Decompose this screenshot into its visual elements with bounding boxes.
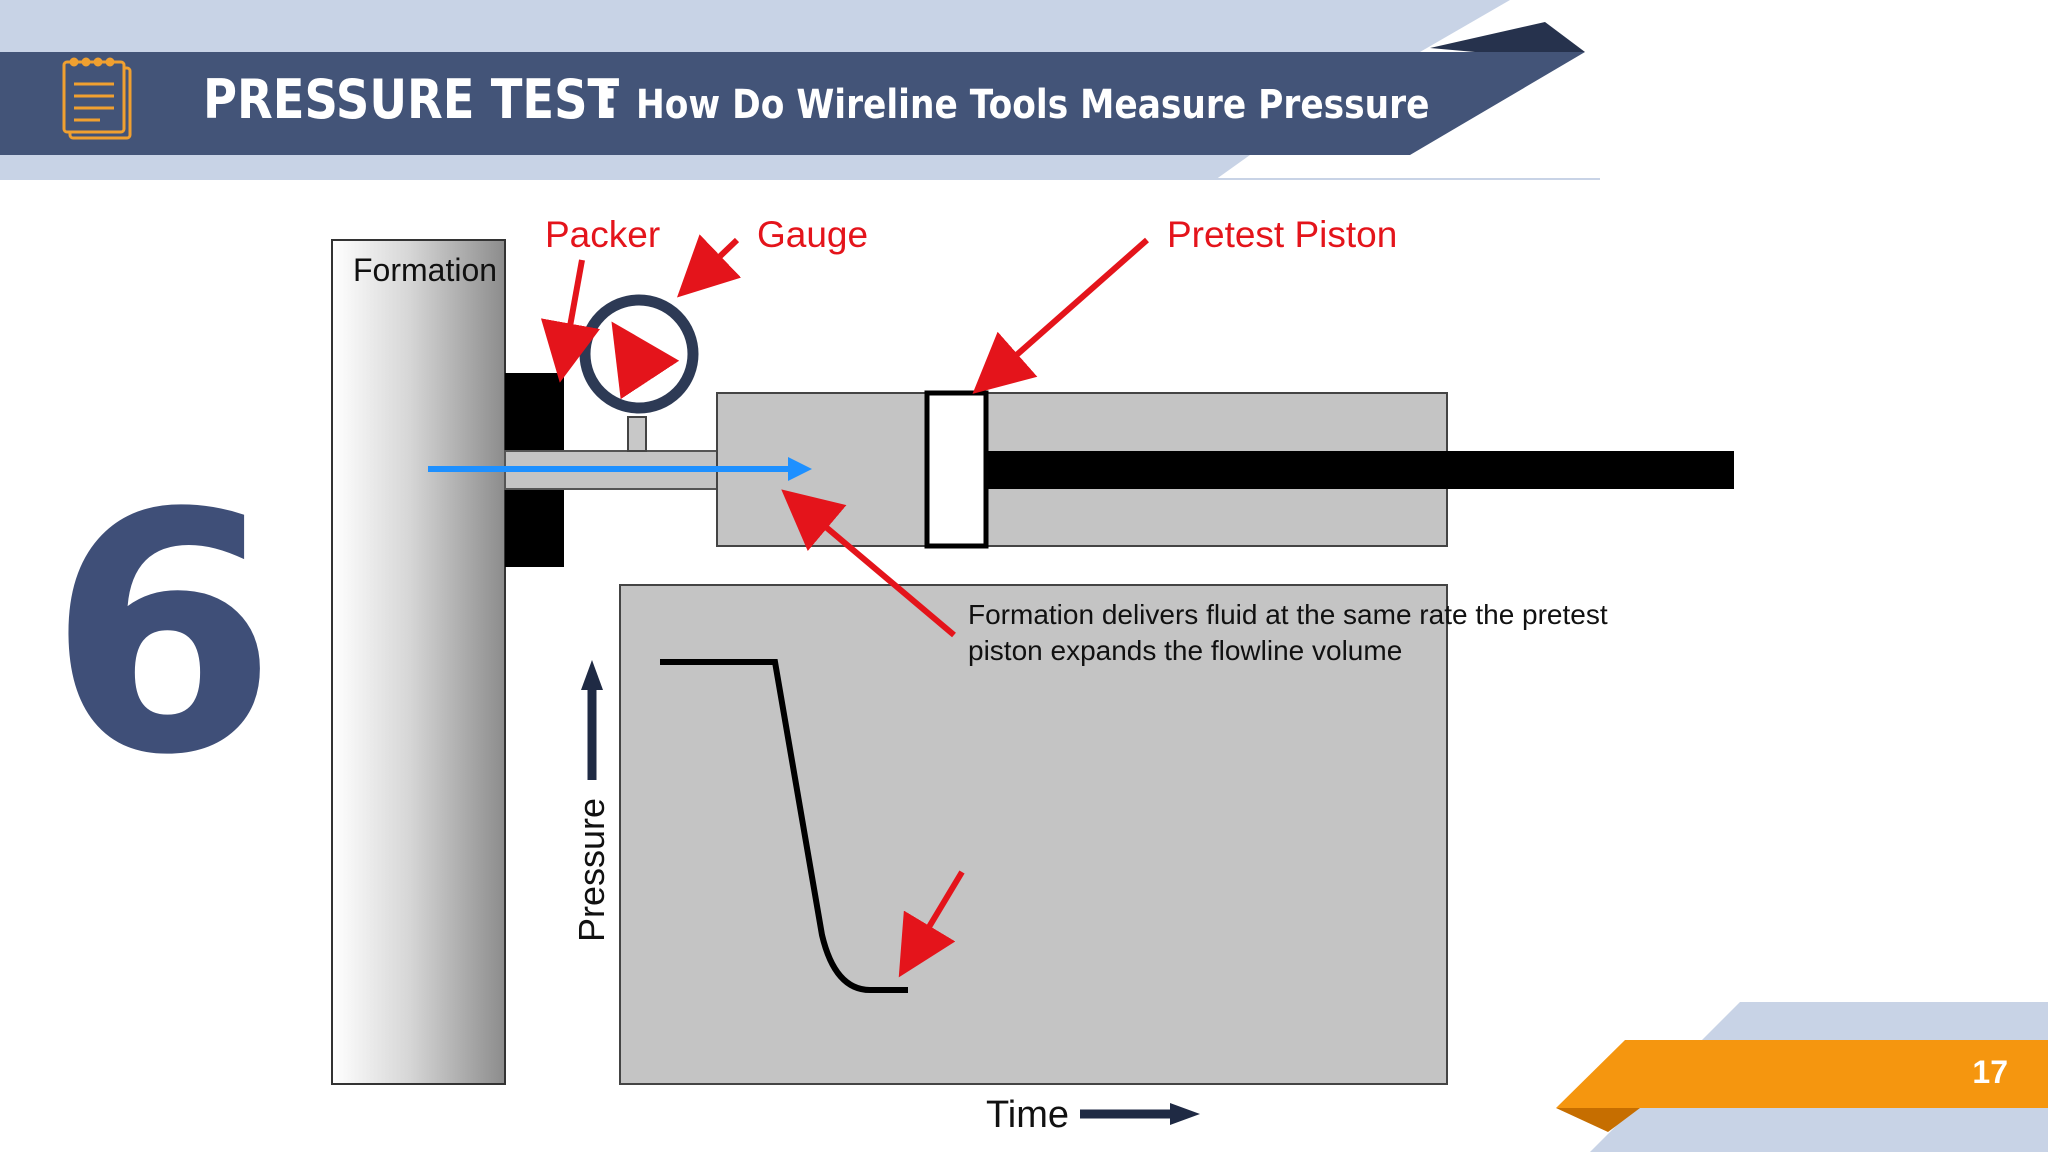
footer-decoration	[1556, 1002, 2048, 1152]
notepad-icon	[62, 57, 132, 140]
pretest-piston-arrow	[972, 237, 1149, 394]
packer-arrow	[540, 259, 600, 383]
flow-note-arrow	[781, 489, 956, 638]
step-number: 6	[48, 443, 278, 827]
header-banner	[0, 0, 1600, 180]
formation-label: Formation	[353, 252, 498, 288]
packer-label: Packer	[545, 214, 661, 255]
flow-rate-note: Formation delivers fluid at the same rat…	[968, 597, 1688, 669]
gauge	[579, 294, 699, 452]
pretest-piston-label: Pretest Piston	[1167, 214, 1398, 255]
piston-rod	[985, 451, 1734, 489]
packer-bottom	[505, 487, 564, 567]
title-subtitle: How Do Wireline Tools Measure Pressure	[635, 82, 1430, 128]
curve-bottom-arrow	[898, 870, 965, 978]
pressure-plot-panel	[619, 584, 1448, 1085]
packer-top	[505, 373, 564, 453]
page-number: 17	[1972, 1054, 2008, 1090]
pressure-curve	[660, 659, 908, 993]
y-axis-label: Pressure	[571, 798, 612, 942]
callout-arrows	[540, 234, 1149, 978]
x-axis-label: Time	[986, 1094, 1070, 1136]
title-separator: :	[598, 68, 620, 131]
note-line-2: piston expands the flowline volume	[968, 635, 1403, 666]
pretest-piston	[924, 390, 989, 549]
page-title: PRESSURE TEST : How Do Wireline Tools Me…	[203, 68, 1558, 144]
pressure-axis-arrow	[581, 660, 603, 780]
gauge-arrow	[676, 234, 742, 298]
note-line-1: Formation delivers fluid at the same rat…	[968, 599, 1608, 630]
formation-block	[331, 239, 506, 1085]
flow-arrow	[428, 457, 812, 481]
title-main: PRESSURE TEST	[203, 68, 620, 131]
gauge-label: Gauge	[757, 214, 869, 255]
time-axis-arrow	[1080, 1103, 1200, 1125]
